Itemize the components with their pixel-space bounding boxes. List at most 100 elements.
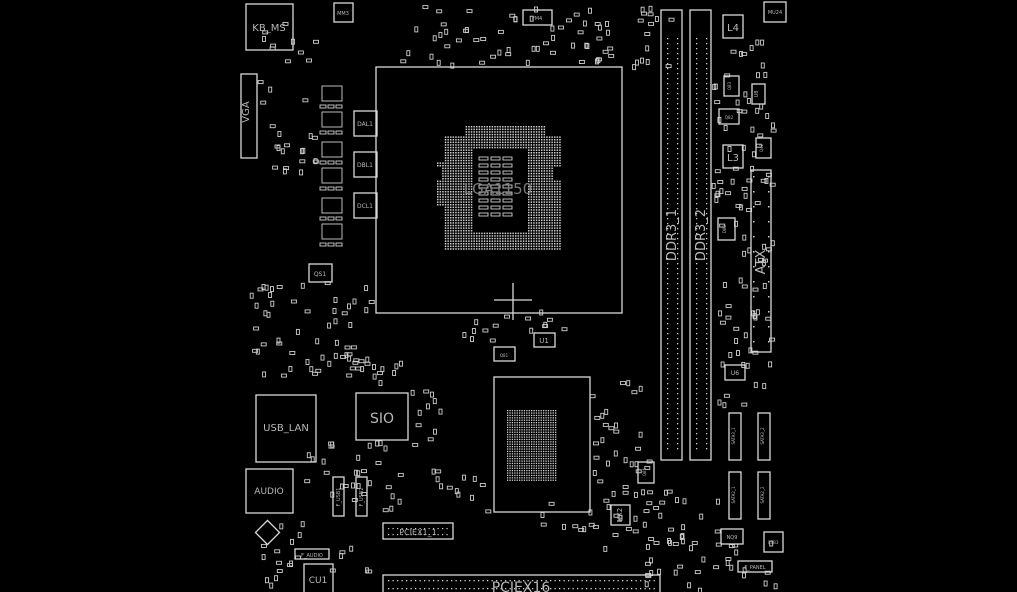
usb-lan-connector[interactable] xyxy=(255,394,317,463)
sata3-2-connector[interactable] xyxy=(757,412,771,461)
l3-inductor[interactable] xyxy=(722,144,744,169)
u8-chip[interactable] xyxy=(751,83,766,105)
cpu-pin xyxy=(452,183,455,185)
vga-connector[interactable] xyxy=(240,73,258,159)
cpu-pin xyxy=(452,196,455,198)
pch-ball xyxy=(535,446,538,448)
pch-ball xyxy=(523,470,526,472)
pcie-pin xyxy=(442,588,444,590)
cpu-pin xyxy=(559,162,561,164)
pch-ball xyxy=(519,462,521,465)
dimm-pin xyxy=(696,318,698,320)
d80-chip[interactable] xyxy=(717,217,736,241)
smd-pad xyxy=(269,582,274,589)
cpu-pin xyxy=(444,159,447,162)
cpu-pin xyxy=(486,144,488,146)
cpu-pin xyxy=(538,193,540,196)
mm3-chip[interactable] xyxy=(333,2,354,23)
pch-ball xyxy=(538,474,540,477)
nq9-chip[interactable] xyxy=(720,528,744,545)
f-usb2-header[interactable] xyxy=(355,476,368,517)
pcie-pin xyxy=(451,588,453,590)
smd-pad xyxy=(287,563,293,568)
cpu-pin xyxy=(489,232,491,235)
q42-chip[interactable] xyxy=(755,137,772,159)
pcie-pin xyxy=(590,580,592,582)
pcie-pin xyxy=(496,580,498,582)
usb3-chip[interactable] xyxy=(763,531,784,553)
qs1-chip[interactable] xyxy=(308,263,333,283)
pch-ball xyxy=(533,458,535,460)
sio-chip[interactable] xyxy=(355,392,409,441)
kb-ms-connector[interactable] xyxy=(245,3,294,51)
smd-pad xyxy=(746,97,751,104)
q83-chip[interactable] xyxy=(723,75,740,97)
fm4-header[interactable] xyxy=(522,9,553,26)
q85-chip[interactable] xyxy=(637,461,655,484)
f-audio-header[interactable] xyxy=(294,548,330,560)
ddr3-1-slot[interactable] xyxy=(660,9,683,461)
cpu-pin xyxy=(470,248,473,250)
cpu-pin xyxy=(463,240,465,242)
atx-connector[interactable] xyxy=(750,169,772,353)
cpu-pin xyxy=(543,162,546,164)
dimm-pin xyxy=(667,48,669,50)
sata2-2-connector[interactable] xyxy=(757,471,771,520)
pch-ball xyxy=(511,465,514,467)
dimm-pin xyxy=(696,258,698,260)
pciex1-1-slot[interactable] xyxy=(382,522,454,540)
pciex16-slot[interactable] xyxy=(382,574,661,592)
cpu-pin xyxy=(447,136,449,138)
cpu-pin xyxy=(491,248,494,250)
dimm-pin xyxy=(696,308,698,310)
cpu-pin xyxy=(522,133,525,136)
cpu-pin xyxy=(535,188,538,190)
mu24-chip[interactable] xyxy=(763,1,787,23)
pch-ball xyxy=(550,455,552,457)
smd-pad xyxy=(736,350,740,356)
cpu-pin xyxy=(437,183,439,185)
f-usb1-header[interactable] xyxy=(332,476,345,517)
pcb-chip-diamond[interactable] xyxy=(254,519,281,546)
cpu-center-pad xyxy=(490,205,501,210)
pch-ball xyxy=(535,417,538,419)
q82-chip[interactable] xyxy=(718,108,740,125)
dal1-inductor[interactable] xyxy=(353,110,378,137)
pcie-pin xyxy=(554,588,556,590)
cpu-pin xyxy=(470,157,473,159)
ddr3-2-slot[interactable] xyxy=(689,9,712,461)
dimm-pin xyxy=(667,328,669,330)
pch-ball xyxy=(514,422,516,424)
u6-chip[interactable] xyxy=(724,364,746,381)
nx2-chip[interactable] xyxy=(610,504,631,526)
smd-pad xyxy=(714,193,721,198)
l4-inductor[interactable] xyxy=(722,14,744,39)
pch-ball xyxy=(516,410,518,412)
pch-ball xyxy=(545,434,547,436)
f-panel-header[interactable] xyxy=(737,560,773,573)
cpu-pin xyxy=(543,248,546,250)
dcl1-inductor[interactable] xyxy=(353,192,378,219)
cpu-pin xyxy=(442,193,444,196)
smd-pad xyxy=(753,314,758,321)
q81-chip[interactable] xyxy=(493,346,516,362)
u1-chip[interactable] xyxy=(533,332,556,348)
cpu-pin xyxy=(463,180,465,183)
sata3-1-connector[interactable] xyxy=(728,412,742,461)
cu1-chip[interactable] xyxy=(303,563,334,592)
smd-pad xyxy=(455,38,462,43)
pcie-pin xyxy=(577,588,579,590)
cpu-pin xyxy=(554,146,556,149)
audio-connector[interactable] xyxy=(245,468,294,514)
pch-chip[interactable] xyxy=(493,376,591,513)
cpu-socket[interactable] xyxy=(375,66,623,314)
cpu-pin xyxy=(502,144,504,146)
cpu-pin xyxy=(452,222,455,224)
dbl1-inductor[interactable] xyxy=(353,151,378,178)
sata2-1-connector[interactable] xyxy=(728,471,742,520)
cpu-pin xyxy=(455,204,457,206)
smd-pad xyxy=(372,364,376,370)
pch-ball xyxy=(535,438,538,441)
pch-ball xyxy=(514,417,516,419)
cpu-pin xyxy=(538,222,540,224)
